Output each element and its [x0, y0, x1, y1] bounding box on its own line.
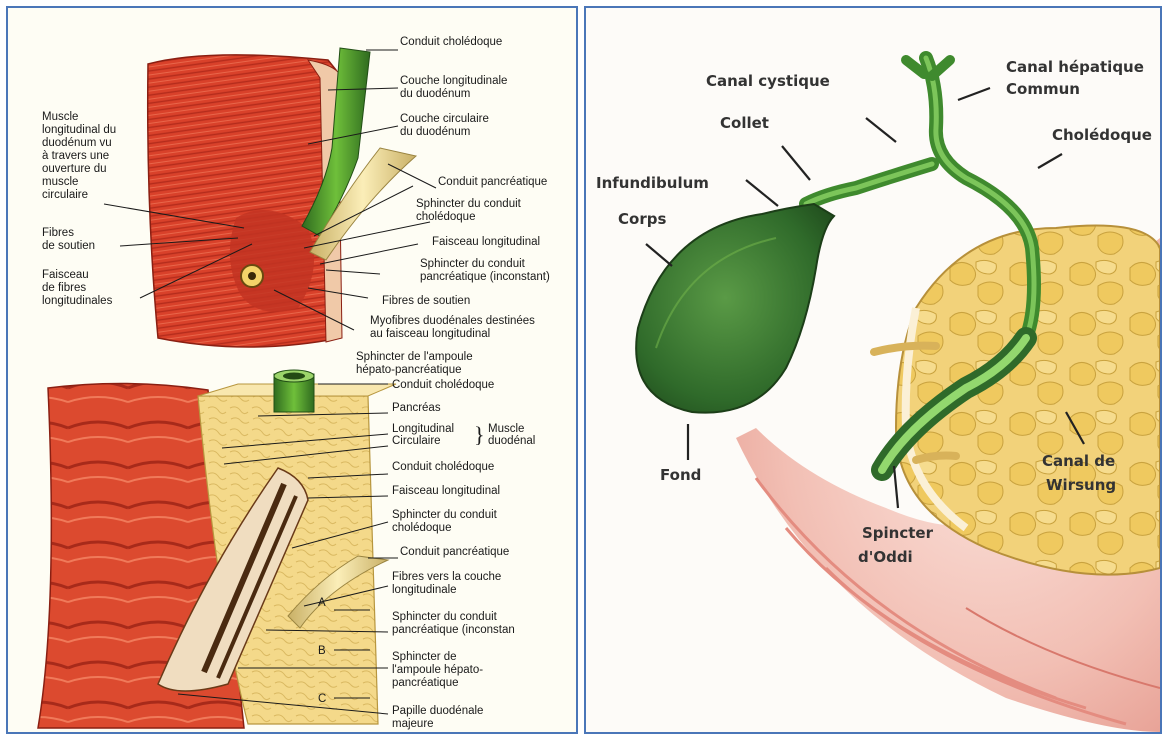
label-conduit-pancreatique-bottom: Conduit pancréatique [400, 546, 509, 558]
label-mark-a: A [318, 597, 326, 609]
label-muscle-4: à travers une [42, 150, 109, 162]
label-sphincter-choledoque-bottom-2: cholédoque [392, 522, 451, 534]
label-mark-b: B [318, 645, 326, 657]
label-fibres-couche: Fibres vers la couche [392, 571, 501, 583]
label-conduit-choledoque-top: Conduit cholédoque [400, 36, 502, 48]
label-sphincter-ampoule: Sphincter de l'ampoule [356, 351, 473, 363]
label-fibres-soutien-right: Fibres de soutien [382, 295, 470, 307]
label-infundibulum: Infundibulum [596, 174, 709, 192]
label-papille-2: majeure [392, 718, 434, 730]
label-muscle-duodenal: Muscle [488, 423, 524, 435]
brace-symbol: } [474, 422, 485, 447]
label-faisceau-fibres: Faisceau [42, 269, 89, 281]
label-muscle-1: Muscle [42, 111, 78, 123]
label-sphincter-pancreatique: Sphincter du conduit [420, 258, 526, 270]
label-couche-circulaire-2: du duodénum [400, 126, 470, 138]
duodenum-wall-top [148, 55, 342, 347]
label-sphincter-choledoque-2: cholédoque [416, 211, 475, 223]
label-sphincter-pancreatique-bottom: Sphincter du conduit [392, 611, 498, 623]
label-sphincter-choledoque-bottom: Sphincter du conduit [392, 509, 498, 521]
label-canal-hepatique-2: Commun [1006, 80, 1080, 98]
label-pancreas: Pancréas [392, 402, 441, 414]
label-sphincter-ampoule-bottom-3: pancréatique [392, 677, 459, 689]
label-papille: Papille duodénale [392, 705, 483, 717]
label-sphincter-ampoule-bottom: Sphincter de [392, 651, 457, 663]
gallbladder [636, 204, 834, 413]
left-illustration: Conduit cholédoque Couche longitudinale … [8, 8, 576, 732]
label-sphincter-pancreatique-2: pancréatique (inconstant) [420, 271, 550, 283]
label-fibres-couche-2: longitudinale [392, 584, 457, 596]
label-canal-wirsung-2: Wirsung [1046, 476, 1116, 494]
label-muscle-duodenal-2: duodénal [488, 435, 535, 447]
label-longitudinal: Longitudinal [392, 423, 454, 435]
label-fibres-soutien-left: Fibres [42, 227, 74, 239]
label-couche-circulaire: Couche circulaire [400, 113, 489, 125]
label-sphincter-pancreatique-bottom-2: pancréatique (inconstan [392, 624, 515, 636]
label-corps: Corps [618, 210, 666, 228]
label-muscle-3: duodénum vu [42, 137, 112, 149]
bile-duct-bottom [274, 370, 314, 412]
label-couche-longitudinale-2: du duodénum [400, 88, 470, 100]
label-conduit-pancreatique-top: Conduit pancréatique [438, 176, 547, 188]
label-canal-cystique: Canal cystique [706, 72, 830, 90]
label-myofibres: Myofibres duodénales destinées [370, 315, 535, 327]
label-couche-longitudinale: Couche longitudinale [400, 75, 507, 87]
label-sphincter-oddi-2: d'Oddi [858, 548, 913, 566]
label-conduit-choledoque-bottom-2: Conduit cholédoque [392, 461, 494, 473]
label-collet: Collet [720, 114, 769, 132]
label-fond: Fond [660, 466, 701, 484]
label-sphincter-choledoque: Sphincter du conduit [416, 198, 522, 210]
label-muscle-2: longitudinal du [42, 124, 116, 136]
left-anatomy-panel: Conduit cholédoque Couche longitudinale … [6, 6, 578, 734]
label-myofibres-2: au faisceau longitudinal [370, 328, 490, 340]
label-sphincter-oddi: Spincter [862, 524, 934, 542]
label-sphincter-ampoule-2: hépato-pancréatique [356, 364, 462, 376]
label-circulaire: Circulaire [392, 435, 441, 447]
label-conduit-choledoque-bottom: Conduit cholédoque [392, 379, 494, 391]
label-choledoque: Cholédoque [1052, 126, 1152, 144]
label-muscle-6: muscle [42, 176, 78, 188]
papilla-top [241, 265, 263, 287]
label-mark-c: C [318, 693, 326, 705]
label-faisceau-fibres-3: longitudinales [42, 295, 113, 307]
label-sphincter-ampoule-bottom-2: l'ampoule hépato- [392, 664, 483, 676]
label-fibres-soutien-left-2: de soutien [42, 240, 95, 252]
right-anatomy-panel: Canal cystique Canal hépatique Commun Co… [584, 6, 1162, 734]
right-illustration: Canal cystique Canal hépatique Commun Co… [586, 8, 1160, 732]
label-canal-hepatique: Canal hépatique [1006, 58, 1144, 76]
label-muscle-7: circulaire [42, 189, 88, 201]
label-faisceau-longitudinal-top: Faisceau longitudinal [432, 236, 540, 248]
label-faisceau-fibres-2: de fibres [42, 282, 86, 294]
label-faisceau-longitudinal-bottom: Faisceau longitudinal [392, 485, 500, 497]
label-canal-wirsung: Canal de [1042, 452, 1115, 470]
label-muscle-5: ouverture du [42, 163, 107, 175]
